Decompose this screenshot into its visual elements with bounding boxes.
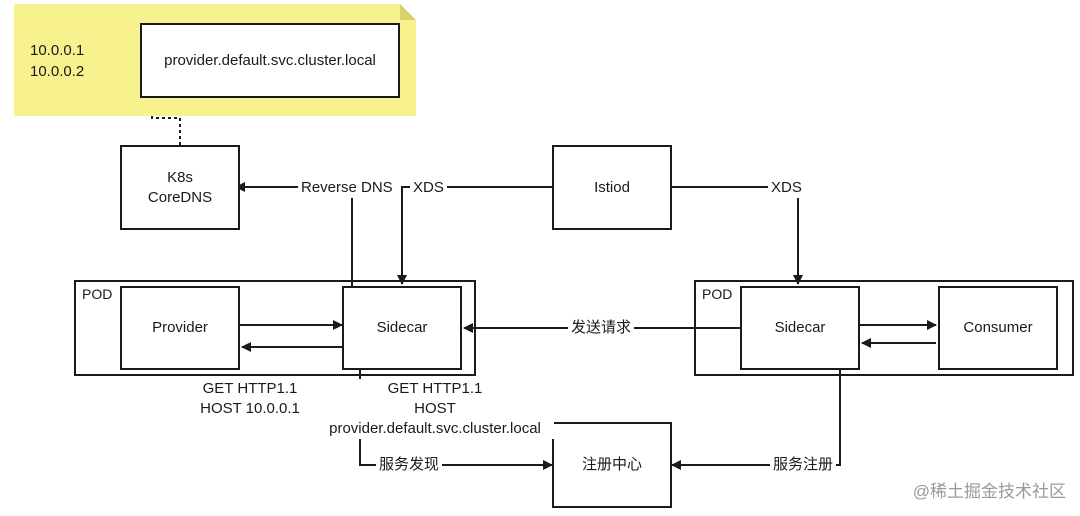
registry-label: 注册中心 bbox=[581, 456, 642, 473]
request-line: GET HTTP1.1 bbox=[387, 380, 483, 397]
istiod-box: Istiod bbox=[552, 145, 672, 230]
edge-label-service-discovery: 服务发现 bbox=[376, 455, 443, 475]
sidecar-label: Sidecar bbox=[376, 319, 428, 336]
ip-address: 10.0.0.2 bbox=[30, 63, 85, 80]
pod-label: POD bbox=[82, 286, 113, 302]
sidecar-left-box: Sidecar bbox=[342, 286, 462, 370]
sidecar-right-box: Sidecar bbox=[740, 286, 860, 370]
pod-left: POD bbox=[74, 280, 476, 376]
provider-request-annotation: GET HTTP1.1 HOST 10.0.0.1 bbox=[180, 379, 320, 419]
coredns-box: K8s CoreDNS bbox=[120, 145, 240, 230]
edge-service-register bbox=[671, 370, 841, 470]
ip-list: 10.0.0.1 10.0.0.2 bbox=[30, 40, 84, 82]
edge-reverse-dns bbox=[235, 182, 353, 286]
edge-label-xds-left: XDS bbox=[410, 178, 447, 198]
provider-box: Provider bbox=[120, 286, 240, 370]
consumer-label: Consumer bbox=[963, 319, 1033, 336]
registry-box: 注册中心 bbox=[552, 422, 672, 508]
edge-label-xds-right: XDS bbox=[768, 178, 805, 198]
edge-dotted-coredns bbox=[151, 98, 181, 145]
coredns-label-line: CoreDNS bbox=[147, 188, 213, 206]
edge-label-service-register: 服务注册 bbox=[770, 455, 837, 475]
request-line: HOST bbox=[414, 400, 456, 417]
domain-box: provider.default.svc.cluster.local bbox=[140, 23, 400, 98]
ip-address: 10.0.0.1 bbox=[30, 42, 85, 59]
consumer-box: Consumer bbox=[938, 286, 1058, 370]
edge-label-send-request: 发送请求 bbox=[568, 318, 635, 338]
pod-label: POD bbox=[702, 286, 733, 302]
edge-label-reverse-dns: Reverse DNS bbox=[298, 178, 396, 198]
watermark: @稀土掘金技术社区 bbox=[912, 482, 1066, 501]
request-line: provider.default.svc.cluster.local bbox=[329, 420, 541, 437]
request-line: GET HTTP1.1 bbox=[202, 380, 298, 397]
sidecar-request-annotation: GET HTTP1.1 HOST provider.default.svc.cl… bbox=[316, 379, 554, 439]
request-line: HOST 10.0.0.1 bbox=[200, 400, 300, 417]
domain-label: provider.default.svc.cluster.local bbox=[164, 51, 376, 69]
pod-right: POD bbox=[694, 280, 1074, 376]
edge-xds-left bbox=[397, 186, 554, 285]
istiod-label: Istiod bbox=[594, 178, 630, 196]
edge-xds-right bbox=[670, 186, 803, 285]
provider-label: Provider bbox=[152, 319, 208, 336]
coredns-label-line: K8s bbox=[167, 168, 193, 186]
sidecar-label: Sidecar bbox=[774, 319, 826, 336]
